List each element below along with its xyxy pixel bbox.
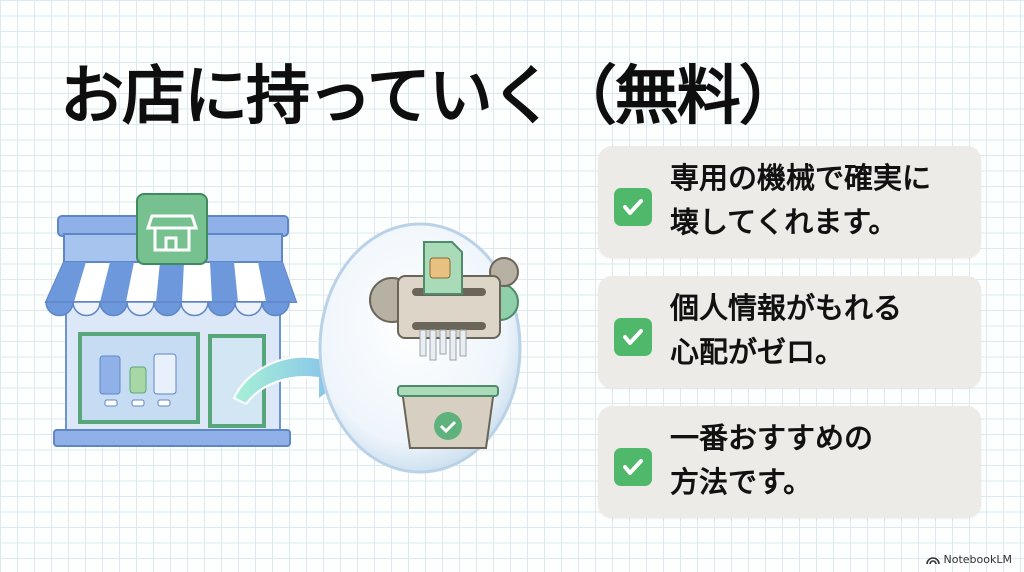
store-to-shredder-illustration	[44, 193, 522, 474]
page-title: お店に持っていく（無料）	[60, 60, 803, 134]
card-line-2: 心配がゼロ。	[670, 335, 845, 369]
card-line-1: 一番おすすめの	[670, 421, 874, 455]
card-line-1: 個人情報がもれる	[670, 291, 903, 325]
checkbox-icon	[614, 318, 652, 356]
benefit-card-3: 一番おすすめの 方法です。	[598, 406, 981, 518]
store-icon	[44, 193, 298, 447]
notebooklm-logo-icon	[925, 556, 940, 564]
card-line-1: 専用の機械で確実に	[670, 161, 932, 195]
checkbox-icon	[614, 188, 652, 226]
benefit-card-2: 個人情報がもれる 心配がゼロ。	[598, 276, 981, 388]
benefit-card-1: 専用の機械で確実に 壊してくれます。	[598, 146, 981, 258]
checkbox-icon	[614, 448, 652, 486]
card-line-2: 壊してくれます。	[670, 205, 898, 239]
notebooklm-watermark: NotebookLM	[925, 553, 1012, 566]
brand-label: NotebookLM	[943, 553, 1012, 566]
card-line-2: 方法です。	[670, 465, 813, 499]
